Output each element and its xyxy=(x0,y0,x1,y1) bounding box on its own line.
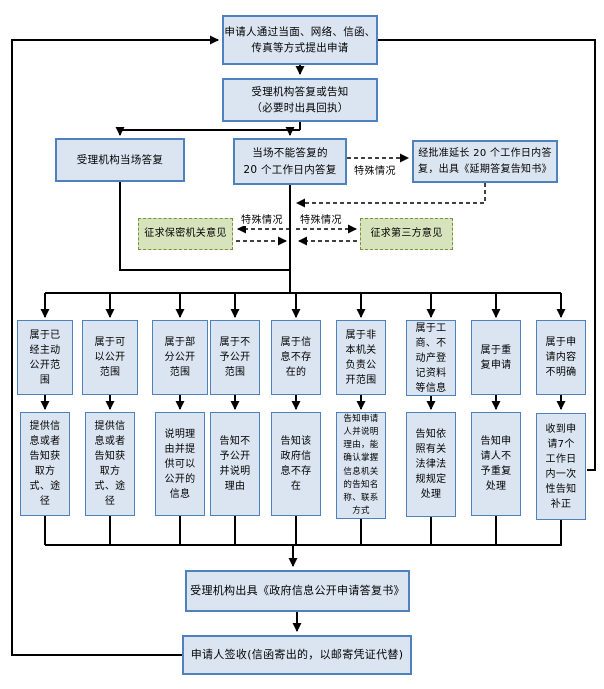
node-sign-receipt: 申请人签收(信函寄出的，以邮寄凭证代替) xyxy=(182,635,412,675)
node-cat-repeat: 属于重复申请 xyxy=(471,320,521,395)
node-act-nonexistent: 告知该政府信息不存在 xyxy=(271,412,321,516)
node-extended-reply: 经批准延长 20 个工作日内答 复，出具《延期答复告知书》 xyxy=(412,140,558,183)
node-cat-registration: 属于工商、不动产登记资料等信息 xyxy=(406,320,456,396)
node-cat-nonexistent: 属于信息不存在的 xyxy=(271,320,321,395)
special-case-label-extend: 特殊情况 xyxy=(353,162,397,177)
node-cat-other-agency: 属于非本机关负责公开范围 xyxy=(336,320,386,395)
node-consult-secrecy: 征求保密机关意见 xyxy=(138,218,233,250)
node-act-explain-partial: 说明理由并提供可以公开的信息 xyxy=(155,412,205,516)
node-issue-reply-doc: 受理机构出具《政府信息公开申请答复书》 xyxy=(185,570,410,612)
node-act-other-agency: 告知申请人并说明理由，能确认掌握信息机关的告知名称、联系方式 xyxy=(336,412,386,519)
node-act-no-repeat: 告知申请人不予重复处理 xyxy=(471,412,521,516)
node-cat-unclear: 属于申请内容不明确 xyxy=(536,320,586,395)
node-act-law: 告知依照有关法律法规规定处理 xyxy=(406,412,456,517)
node-act-explain-nondisclosure: 告知不予公开并说明理由 xyxy=(210,412,260,516)
node-act-correction: 收到申请7个工作日内一次性告知补正 xyxy=(536,413,586,520)
node-reply-20-days: 当场不能答复的 20 个工作日内答复 xyxy=(233,138,347,185)
node-cat-public: 属于可以公开范围 xyxy=(82,320,138,395)
special-case-label-third-party: 特殊情况 xyxy=(299,211,343,226)
special-case-label-secrecy: 特殊情况 xyxy=(240,211,284,226)
node-act-provide-2: 提供信息或者告知获取方式、途径 xyxy=(85,412,135,516)
node-consult-third-party: 征求第三方意见 xyxy=(360,218,453,250)
node-onspot-reply: 受理机构当场答复 xyxy=(55,138,185,182)
node-cat-partial: 属于部分公开范围 xyxy=(152,320,208,395)
node-apply: 申请人通过当面、网络、信函、 传真等方式提出申请 xyxy=(222,15,378,65)
node-reply-or-notify: 受理机构答复或告知 （必要时出具回执） xyxy=(222,78,378,122)
node-act-provide-1: 提供信息或者告知获取方式、途径 xyxy=(20,412,70,516)
node-cat-nondisclosure: 属于不予公开范围 xyxy=(210,320,260,395)
node-cat-proactive: 属于已经主动公开范围 xyxy=(17,320,73,395)
